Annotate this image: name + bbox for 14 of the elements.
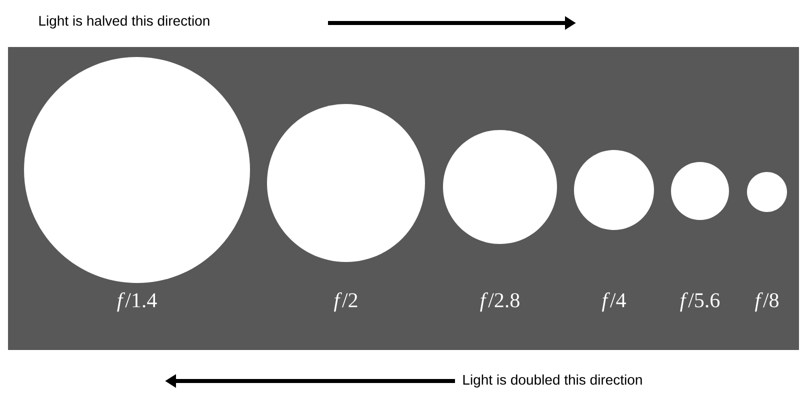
direction-text: Light is doubled this direction xyxy=(463,374,642,388)
aperture-circle xyxy=(24,57,250,283)
f-number-label: f/1.4 xyxy=(117,292,157,312)
f-number-label: f/8 xyxy=(754,292,778,312)
aperture-circle xyxy=(443,130,557,244)
aperture-circle xyxy=(574,150,654,230)
f-number-label: f/4 xyxy=(602,292,626,312)
direction-text: Light is halved this direction xyxy=(39,15,210,29)
f-number-label: f/2 xyxy=(334,292,358,312)
aperture-circle xyxy=(747,172,787,212)
aperture-circle xyxy=(267,104,425,262)
aperture-circle xyxy=(671,162,729,220)
f-number-label: f/5.6 xyxy=(680,292,720,312)
f-number-label: f/2.8 xyxy=(480,292,520,312)
